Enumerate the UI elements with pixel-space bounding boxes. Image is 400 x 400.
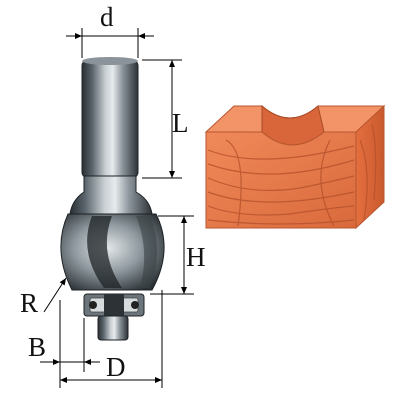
cutter-flute [87, 216, 122, 288]
bearing-spacer [104, 294, 124, 316]
wood-front-face [205, 131, 357, 229]
wood-block-icon [204, 104, 386, 230]
wood-grain [207, 123, 377, 227]
bearing-ball-right [131, 301, 139, 309]
shank [81, 59, 139, 179]
neck [69, 175, 153, 215]
router-bit-icon [60, 57, 165, 341]
dimension-lines [40, 28, 194, 388]
label-L: L [172, 108, 189, 138]
cutter-flute-2 [136, 216, 157, 288]
label-R: R [20, 288, 38, 318]
screw-tip [97, 315, 129, 341]
label-H: H [186, 242, 206, 272]
label-D: D [106, 352, 126, 382]
R-leader [43, 277, 67, 313]
shank-top [82, 57, 138, 65]
label-d: d [100, 2, 114, 32]
bearing-ball-left [89, 301, 97, 309]
label-B: B [28, 332, 46, 362]
wood-side-face [355, 104, 385, 230]
cutter-head [60, 213, 165, 291]
